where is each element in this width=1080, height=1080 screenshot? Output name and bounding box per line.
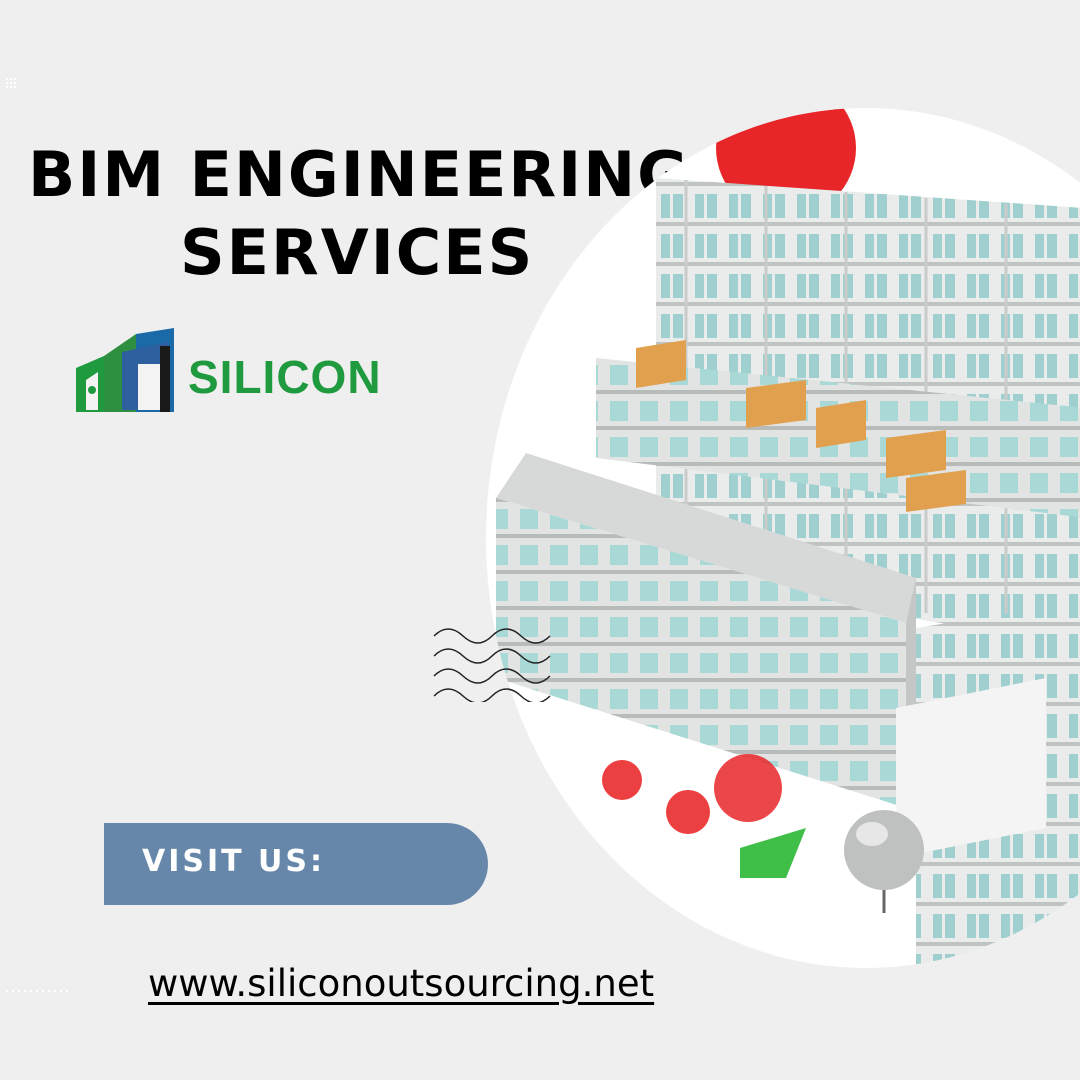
building-illustration (486, 108, 1080, 968)
company-logo: SILICON (76, 326, 416, 416)
website-link[interactable]: www.siliconoutsourcing.net (148, 962, 655, 1005)
headline-line-2: SERVICES (180, 216, 535, 289)
headline: BIM ENGINEERING SERVICES (0, 0, 700, 300)
bottom-dot-deco (6, 990, 68, 992)
wave-lines-deco (433, 628, 551, 702)
bim-building-render (486, 108, 1080, 968)
corner-dot-deco (6, 78, 16, 88)
silicon-house-logo-icon (76, 328, 174, 412)
visit-us-banner: VISIT US: (104, 823, 488, 905)
headline-line-1: BIM ENGINEERING (28, 138, 690, 211)
logo-wordmark: SILICON (188, 351, 382, 403)
visit-us-label: VISIT US: (142, 844, 326, 879)
